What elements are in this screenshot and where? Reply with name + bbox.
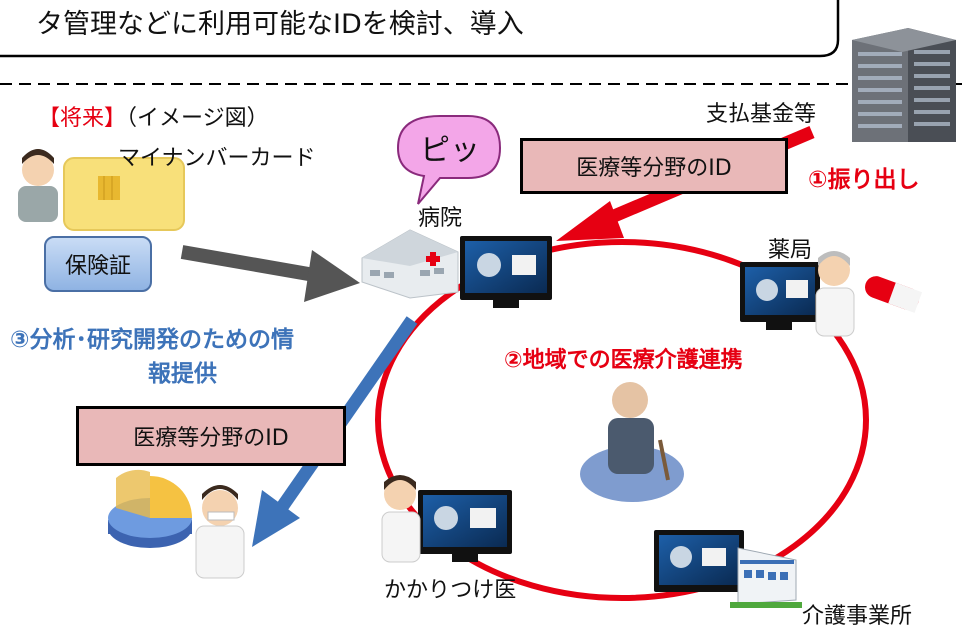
speech-bubble xyxy=(396,115,502,205)
regional-cooperation-ring xyxy=(375,239,869,601)
pip-sound-text: ピッ xyxy=(420,133,480,168)
future-label: 【将来】（イメージ図） xyxy=(38,100,269,132)
monitor-icon xyxy=(654,530,744,592)
step3-label-line2: 報提供 xyxy=(148,361,217,387)
step2-label: ②地域での医療介護連携 xyxy=(504,348,743,373)
mynumber-card-icon xyxy=(63,157,185,231)
top-frame xyxy=(0,0,840,58)
hospital-label: 病院 xyxy=(418,206,463,231)
hospital-icon xyxy=(361,229,459,299)
elderly-person-icon xyxy=(580,382,684,502)
pharmacy-label: 薬局 xyxy=(768,238,813,263)
card-to-hospital-arrow xyxy=(180,245,360,302)
capsule-icon xyxy=(865,276,923,313)
care-office-label: 介護事業所 xyxy=(802,604,913,629)
care-facility-icon xyxy=(730,547,802,608)
future-bracket: 【将来】 xyxy=(38,106,127,131)
step1-label: ①振り出し xyxy=(808,167,920,193)
monitor-icon xyxy=(740,262,820,330)
person-icon xyxy=(18,149,58,222)
researcher-icon xyxy=(195,485,245,579)
step3-label-line1: ③分析･研究開発のための情 xyxy=(10,327,294,353)
header-text: タ管理などに利用可能なIDを検討、導入 xyxy=(36,9,524,40)
insurance-card: 保険証 xyxy=(44,236,152,292)
family-doctor-label: かかりつけ医 xyxy=(384,578,517,603)
mynumber-card-label: マイナンバーカード xyxy=(118,146,316,171)
building-icon xyxy=(852,28,956,142)
monitor-icon xyxy=(418,490,512,562)
id-box-top: 医療等分野のID xyxy=(520,138,788,194)
card-chip-icon xyxy=(98,176,120,200)
pie-chart-icon xyxy=(108,469,192,548)
id-box-left: 医療等分野のID xyxy=(76,406,346,466)
research-arrow xyxy=(252,316,418,547)
doctor-icon xyxy=(381,475,421,563)
monitor-icon xyxy=(460,236,552,308)
image-figure-label: （イメージ図） xyxy=(126,106,269,131)
pharmacist-icon xyxy=(815,251,855,337)
payment-fund-label: 支払基金等 xyxy=(706,102,817,127)
